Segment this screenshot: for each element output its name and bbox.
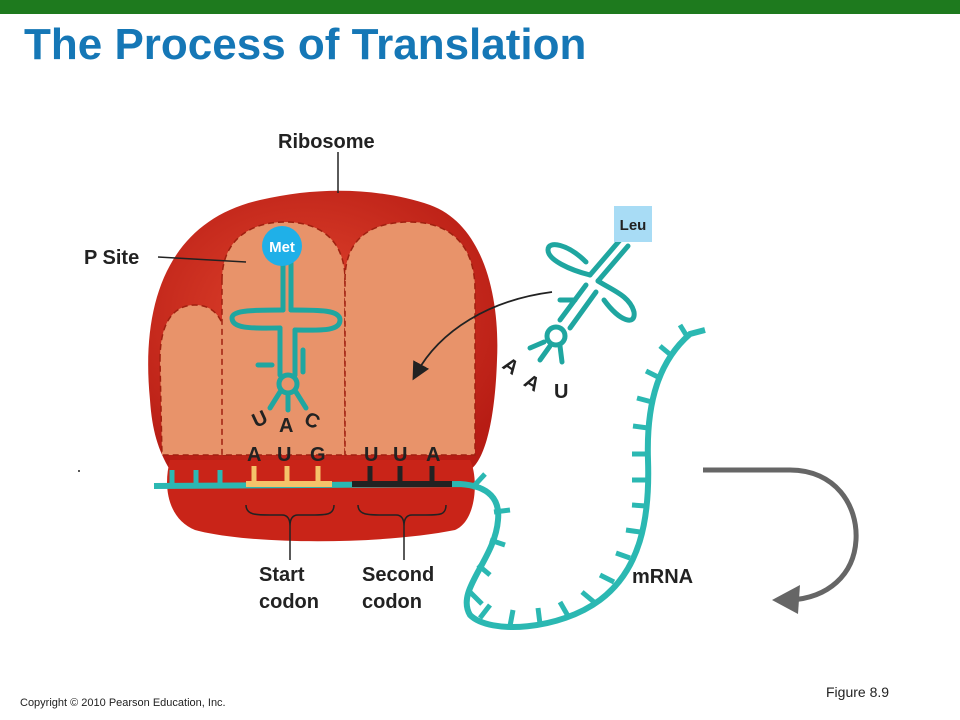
- ribosome: [148, 190, 498, 542]
- anticodon-leu-2: A: [520, 370, 544, 396]
- ribosome-p-site: [221, 221, 346, 456]
- codon-second-1: U: [364, 444, 378, 466]
- codon-start-1: A: [247, 444, 261, 466]
- anticodon-leu-3: U: [554, 381, 568, 403]
- p-site-pointer-line: [157, 256, 247, 263]
- top-accent-bar: [0, 0, 960, 14]
- amino-acid-met: [262, 226, 302, 266]
- amino-acid-met-label: Met: [269, 239, 295, 256]
- mrna-movement-arrow: [703, 467, 859, 614]
- start-codon-label-1: Start: [259, 564, 305, 586]
- codon-start-3: G: [310, 444, 326, 466]
- start-codon-label-2: codon: [259, 591, 319, 613]
- codon-second-2: U: [393, 444, 407, 466]
- figure-number: Figure 8.9: [826, 684, 890, 700]
- trna-entry-arrow: [412, 291, 553, 381]
- ribosome-e-site: [159, 304, 229, 456]
- ribosome-label: Ribosome: [278, 131, 375, 153]
- p-site-label: P Site: [84, 247, 139, 269]
- second-codon-label-1: Second: [362, 564, 434, 586]
- mrna-label: mRNA: [632, 566, 693, 588]
- trna-met: [229, 255, 343, 413]
- stray-dot: [78, 470, 80, 472]
- amino-acid-leu: [614, 206, 652, 242]
- trna-leu: [527, 237, 637, 365]
- codon-start-2: U: [277, 444, 291, 466]
- ribosome-small-subunit: [167, 460, 475, 542]
- ribosome-a-site: [344, 221, 476, 456]
- amino-acid-leu-label: Leu: [620, 217, 647, 234]
- second-codon-label-2: codon: [362, 591, 422, 613]
- mrna-strand: [153, 323, 706, 630]
- copyright-notice: Copyright © 2010 Pearson Education, Inc.: [20, 697, 226, 709]
- anticodon-met-2: A: [279, 415, 293, 437]
- anticodon-leu-1: A: [498, 353, 522, 379]
- codon-second-3: A: [426, 444, 440, 466]
- slide-title: The Process of Translation: [24, 20, 587, 69]
